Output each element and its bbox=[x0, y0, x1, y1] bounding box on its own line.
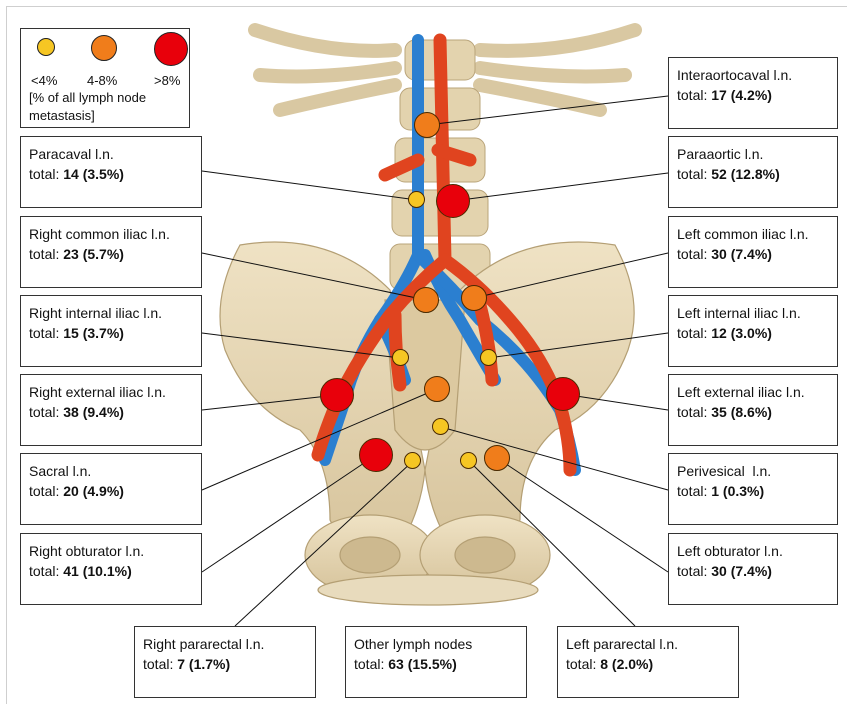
label-paraaortic-name: Paraaortic l.n. bbox=[677, 144, 829, 164]
legend-large-swatch bbox=[154, 32, 188, 66]
node-right-pararectal-marker[interactable] bbox=[404, 452, 421, 469]
label-right-internal-iliac-value: 15 (3.7%) bbox=[63, 325, 124, 341]
label-paracaval-name: Paracaval l.n. bbox=[29, 144, 193, 164]
label-left-internal-iliac: Left internal iliac l.n. total: 12 (3.0%… bbox=[668, 295, 838, 367]
label-right-internal-iliac-name: Right internal iliac l.n. bbox=[29, 303, 193, 323]
label-left-common-iliac-name: Left common iliac l.n. bbox=[677, 224, 829, 244]
legend-medium-label: 4-8% bbox=[87, 72, 117, 89]
node-paraaortic-marker[interactable] bbox=[436, 184, 470, 218]
label-right-pararectal-prefix: total: bbox=[143, 656, 177, 672]
label-right-common-iliac-prefix: total: bbox=[29, 246, 63, 262]
label-perivesical-name: Perivesical l.n. bbox=[677, 461, 829, 481]
node-right-common-iliac-marker[interactable] bbox=[413, 287, 439, 313]
label-left-pararectal: Left pararectal l.n. total: 8 (2.0%) bbox=[557, 626, 739, 698]
label-left-external-iliac-prefix: total: bbox=[677, 404, 711, 420]
label-sacral: Sacral l.n. total: 20 (4.9%) bbox=[20, 453, 202, 525]
label-left-obturator: Left obturator l.n. total: 30 (7.4%) bbox=[668, 533, 838, 605]
label-left-obturator-prefix: total: bbox=[677, 563, 711, 579]
label-perivesical-value: 1 (0.3%) bbox=[711, 483, 764, 499]
label-other-lymph-nodes-name: Other lymph nodes bbox=[354, 634, 518, 654]
label-interaortocaval-value: 17 (4.2%) bbox=[711, 87, 772, 103]
label-left-common-iliac: Left common iliac l.n. total: 30 (7.4%) bbox=[668, 216, 838, 288]
label-sacral-prefix: total: bbox=[29, 483, 63, 499]
label-paraaortic-prefix: total: bbox=[677, 166, 711, 182]
label-left-internal-iliac-name: Left internal iliac l.n. bbox=[677, 303, 829, 323]
label-right-pararectal-name: Right pararectal l.n. bbox=[143, 634, 307, 654]
label-right-obturator-prefix: total: bbox=[29, 563, 63, 579]
node-right-external-iliac-marker[interactable] bbox=[320, 378, 354, 412]
node-right-obturator-marker[interactable] bbox=[359, 438, 393, 472]
label-right-common-iliac-value: 23 (5.7%) bbox=[63, 246, 124, 262]
label-left-common-iliac-value: 30 (7.4%) bbox=[711, 246, 772, 262]
label-perivesical-prefix: total: bbox=[677, 483, 711, 499]
label-interaortocaval: Interaortocaval l.n. total: 17 (4.2%) bbox=[668, 57, 838, 129]
label-right-external-iliac: Right external iliac l.n. total: 38 (9.4… bbox=[20, 374, 202, 446]
label-right-obturator: Right obturator l.n. total: 41 (10.1%) bbox=[20, 533, 202, 605]
label-right-external-iliac-value: 38 (9.4%) bbox=[63, 404, 124, 420]
label-left-obturator-name: Left obturator l.n. bbox=[677, 541, 829, 561]
label-paracaval-prefix: total: bbox=[29, 166, 63, 182]
node-paracaval-marker[interactable] bbox=[408, 191, 425, 208]
node-left-pararectal-marker[interactable] bbox=[460, 452, 477, 469]
label-paracaval-value: 14 (3.5%) bbox=[63, 166, 124, 182]
label-right-pararectal: Right pararectal l.n. total: 7 (1.7%) bbox=[134, 626, 316, 698]
label-left-external-iliac-value: 35 (8.6%) bbox=[711, 404, 772, 420]
label-other-lymph-nodes-value: 63 (15.5%) bbox=[388, 656, 456, 672]
legend-note-line2: metastasis] bbox=[29, 107, 189, 125]
label-perivesical: Perivesical l.n. total: 1 (0.3%) bbox=[668, 453, 838, 525]
legend-medium-swatch bbox=[91, 35, 117, 61]
label-other-lymph-nodes-prefix: total: bbox=[354, 656, 388, 672]
legend: <4% 4-8% >8% [% of all lymph node metast… bbox=[20, 28, 190, 128]
label-interaortocaval-name: Interaortocaval l.n. bbox=[677, 65, 829, 85]
label-sacral-value: 20 (4.9%) bbox=[63, 483, 124, 499]
label-paraaortic: Paraaortic l.n. total: 52 (12.8%) bbox=[668, 136, 838, 208]
label-left-external-iliac: Left external iliac l.n. total: 35 (8.6%… bbox=[668, 374, 838, 446]
label-left-pararectal-prefix: total: bbox=[566, 656, 600, 672]
node-left-obturator-marker[interactable] bbox=[484, 445, 510, 471]
node-left-common-iliac-marker[interactable] bbox=[461, 285, 487, 311]
node-left-internal-iliac-marker[interactable] bbox=[480, 349, 497, 366]
label-left-pararectal-value: 8 (2.0%) bbox=[600, 656, 653, 672]
node-right-internal-iliac-marker[interactable] bbox=[392, 349, 409, 366]
legend-small-swatch bbox=[37, 38, 55, 56]
label-paraaortic-value: 52 (12.8%) bbox=[711, 166, 779, 182]
label-sacral-name: Sacral l.n. bbox=[29, 461, 193, 481]
label-right-common-iliac-name: Right common iliac l.n. bbox=[29, 224, 193, 244]
legend-note-line1: [% of all lymph node bbox=[29, 89, 189, 107]
label-left-external-iliac-name: Left external iliac l.n. bbox=[677, 382, 829, 402]
node-sacral-marker[interactable] bbox=[424, 376, 450, 402]
label-right-internal-iliac: Right internal iliac l.n. total: 15 (3.7… bbox=[20, 295, 202, 367]
label-left-common-iliac-prefix: total: bbox=[677, 246, 711, 262]
label-right-obturator-value: 41 (10.1%) bbox=[63, 563, 131, 579]
label-right-common-iliac: Right common iliac l.n. total: 23 (5.7%) bbox=[20, 216, 202, 288]
label-right-external-iliac-prefix: total: bbox=[29, 404, 63, 420]
label-left-internal-iliac-value: 12 (3.0%) bbox=[711, 325, 772, 341]
label-paracaval: Paracaval l.n. total: 14 (3.5%) bbox=[20, 136, 202, 208]
label-left-internal-iliac-prefix: total: bbox=[677, 325, 711, 341]
label-left-pararectal-name: Left pararectal l.n. bbox=[566, 634, 730, 654]
legend-note: [% of all lymph node metastasis] bbox=[29, 89, 189, 125]
label-right-internal-iliac-prefix: total: bbox=[29, 325, 63, 341]
label-interaortocaval-prefix: total: bbox=[677, 87, 711, 103]
node-interaortocaval-marker[interactable] bbox=[414, 112, 440, 138]
label-left-obturator-value: 30 (7.4%) bbox=[711, 563, 772, 579]
node-perivesical-marker[interactable] bbox=[432, 418, 449, 435]
legend-small-label: <4% bbox=[31, 72, 57, 89]
label-right-pararectal-value: 7 (1.7%) bbox=[177, 656, 230, 672]
label-right-obturator-name: Right obturator l.n. bbox=[29, 541, 193, 561]
node-left-external-iliac-marker[interactable] bbox=[546, 377, 580, 411]
legend-large-label: >8% bbox=[154, 72, 180, 89]
label-right-external-iliac-name: Right external iliac l.n. bbox=[29, 382, 193, 402]
label-other-lymph-nodes: Other lymph nodes total: 63 (15.5%) bbox=[345, 626, 527, 698]
